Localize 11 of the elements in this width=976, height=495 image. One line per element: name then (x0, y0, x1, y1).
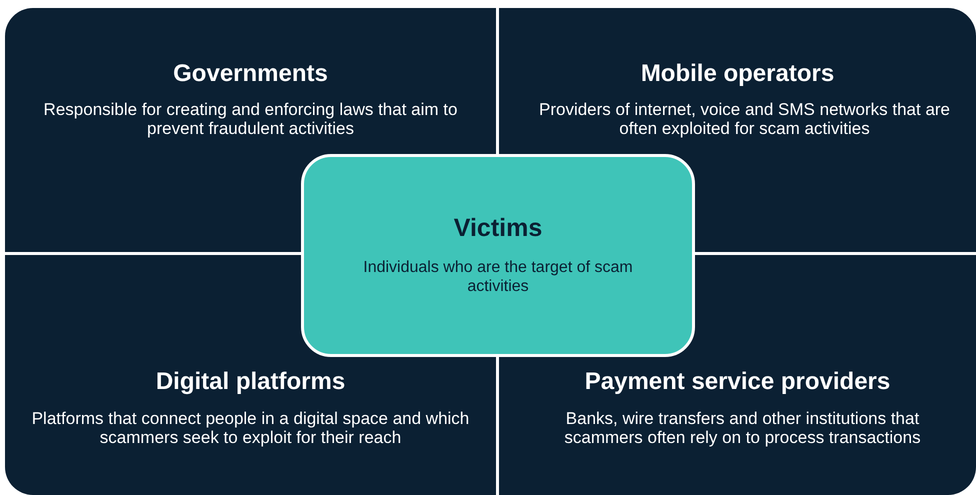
heading: Digital platforms (154, 368, 346, 396)
description: Banks, wire transfers and other institutions that scammers often rely on to process transactions (563, 409, 922, 447)
heading: Payment service providers (584, 368, 892, 396)
center-box (301, 154, 695, 357)
heading: Governments (172, 60, 329, 88)
description: Individuals who are the target of scam activities (362, 258, 634, 296)
description: Platforms that connect people in a digital space and which scammers seek to exploit for their reach (30, 409, 470, 447)
heading: Mobile operators (640, 60, 836, 88)
description: Providers of internet, voice and SMS networks that are often exploited for scam activities (538, 100, 952, 138)
heading: Victims (452, 214, 544, 243)
description: Responsible for creating and enforcing laws that aim to prevent fraudulent activities (42, 100, 458, 138)
